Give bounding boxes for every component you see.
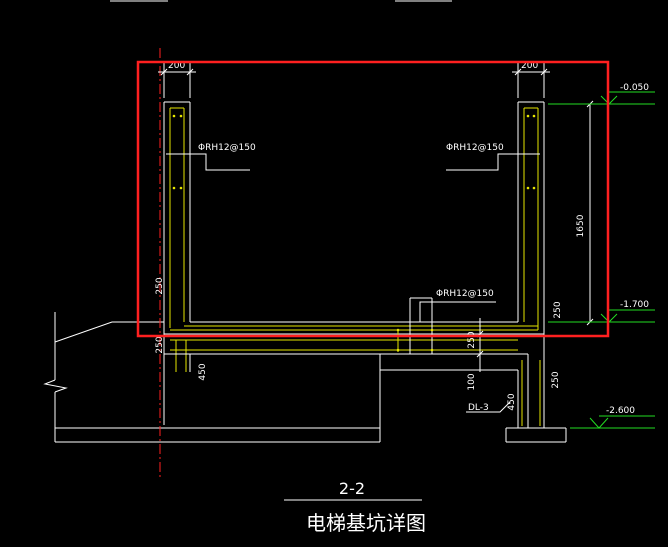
dim-label-beam-left: 450: [198, 363, 208, 380]
dim-wall-left-top: [158, 62, 196, 98]
left-pit-wall: [163, 101, 191, 425]
elevation-marker-pit-floor: [548, 309, 655, 323]
dim-label-slab-right: 250: [553, 301, 563, 318]
dim-wall-right-top: [512, 62, 550, 98]
dim-label-wall-right: 200: [521, 61, 538, 71]
dim-slab-center: [470, 318, 488, 372]
elevation-marker-bottom: [570, 415, 655, 429]
dim-label-slab-left: 250: [155, 277, 165, 294]
elevation-marker-top: [548, 91, 655, 105]
label-rebar-bottom: ΦRH12@150: [436, 289, 494, 299]
section-label: 2-2: [339, 479, 365, 498]
highlight-box: [136, 60, 610, 338]
dim-label-slab-left-lower: 250: [155, 336, 165, 353]
leader-rebar-bottom: [419, 301, 496, 322]
label-rebar-left: ΦRH12@150: [198, 143, 256, 153]
leader-rebar-left: [166, 153, 250, 171]
label-rebar-right: ΦRH12@150: [446, 143, 504, 153]
elevation-label-bottom: -2.600: [606, 406, 635, 416]
dim-label-beam-right: 450: [507, 393, 517, 410]
dim-label-beam-right-side: 250: [551, 371, 561, 388]
dim-label-center-100: 100: [467, 373, 477, 390]
leader-rebar-right: [446, 153, 540, 171]
dim-pit-height: [550, 100, 600, 326]
slab-thickened-center: [396, 297, 434, 354]
dim-label-wall-left: 200: [168, 61, 185, 71]
drawing-title: 电梯基坑详图: [306, 511, 426, 535]
pit-floor-slab: [164, 321, 544, 372]
ground-break-line: [43, 312, 164, 428]
label-beam-dl3: DL-3: [468, 403, 489, 413]
elevation-label-pit-floor: -1.700: [620, 300, 649, 310]
elevation-label-top: -0.050: [620, 83, 649, 93]
dim-label-pit-height: 1650: [576, 214, 586, 237]
foundation: [54, 353, 567, 443]
right-pit-wall: [517, 101, 545, 360]
dim-label-slab-center: 250: [467, 331, 477, 348]
leader-beam-label: [466, 401, 511, 413]
